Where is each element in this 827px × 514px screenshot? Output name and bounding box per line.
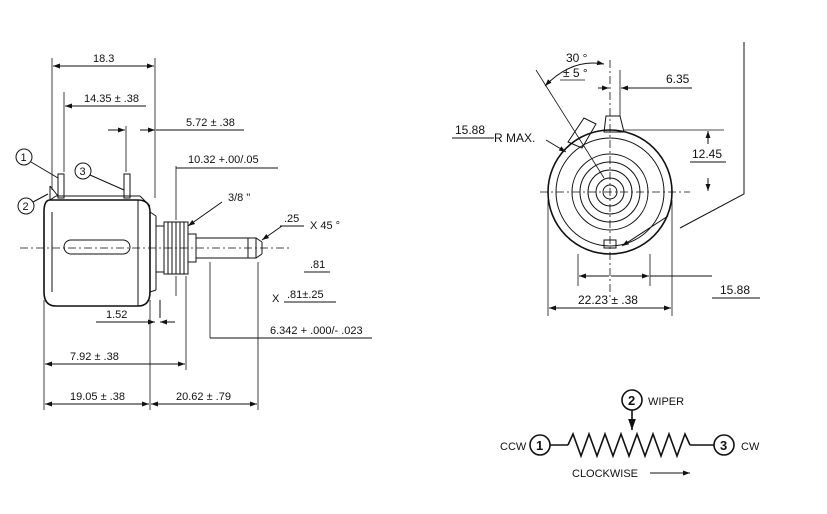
label-cw: CW xyxy=(741,441,760,453)
dim-792: 7.92 ± .38 xyxy=(70,351,119,363)
dim-overall-top: 18.3 xyxy=(93,53,114,65)
dim-thread-size: 3/8 " xyxy=(228,192,250,204)
dim-flat-81: .81 xyxy=(310,259,325,271)
terminal-3-circle xyxy=(713,434,735,456)
wiring-schematic: CCW 1 3 CW 2 WIPER CLOCKWISE xyxy=(500,389,760,480)
dim-pin-span: 14.35 ± .38 xyxy=(84,93,139,105)
terminal-2-number: 2 xyxy=(628,393,635,408)
label-ccw: CCW xyxy=(500,441,527,453)
terminal-3-number: 3 xyxy=(720,438,727,453)
dim-1588-right: 15.88 xyxy=(720,283,750,297)
dim-chamfer: .25 xyxy=(284,213,299,225)
dim-body-len: 19.05 ± .38 xyxy=(70,391,125,403)
dim-flat-x: X xyxy=(272,293,280,305)
terminal-1-number: 1 xyxy=(536,438,543,453)
dim-152: 1.52 xyxy=(106,309,127,321)
dim-flat-81-tol: .81±.25 xyxy=(287,289,324,301)
dim-thread: 10.32 +.00/.05 xyxy=(188,154,259,166)
resistor-zigzag xyxy=(567,431,691,459)
dim-angle: 30 ° xyxy=(566,51,588,65)
dim-1245: 12.45 xyxy=(692,147,722,161)
dim-shaft-dia: 6.342 + .000/- .023 xyxy=(270,325,363,337)
dim-radius-label: R MAX. xyxy=(494,131,535,145)
dim-angle-tol: ± 5 ° xyxy=(563,66,588,80)
pin-callout-3: 3 xyxy=(74,162,125,191)
dim-bushing: 5.72 ± .38 xyxy=(186,117,235,129)
terminal-pins xyxy=(49,173,131,200)
dim-shaft-len: 20.62 ± .79 xyxy=(176,391,231,403)
dim-width: 22.23 ± .38 xyxy=(578,293,638,307)
svg-text:1: 1 xyxy=(21,152,27,164)
front-view: 30 ° ± 5 ° 6.35 15.88 R MAX. 12.45 22.23… xyxy=(452,42,760,316)
pot-body xyxy=(43,195,157,307)
side-view: 18.3 14.35 ± .38 5.72 ± .38 10.32 +.00/.… xyxy=(15,53,372,410)
label-clockwise: CLOCKWISE xyxy=(572,468,638,480)
dim-635: 6.35 xyxy=(666,72,690,86)
pin-callout-2: 2 xyxy=(17,193,49,215)
dim-chamfer-angle: X 45 ° xyxy=(310,220,340,232)
label-wiper: WIPER xyxy=(648,396,684,408)
pin-callout-1: 1 xyxy=(15,148,59,179)
svg-text:2: 2 xyxy=(23,201,29,213)
svg-text:3: 3 xyxy=(80,166,86,178)
dim-radius: 15.88 xyxy=(455,123,485,137)
